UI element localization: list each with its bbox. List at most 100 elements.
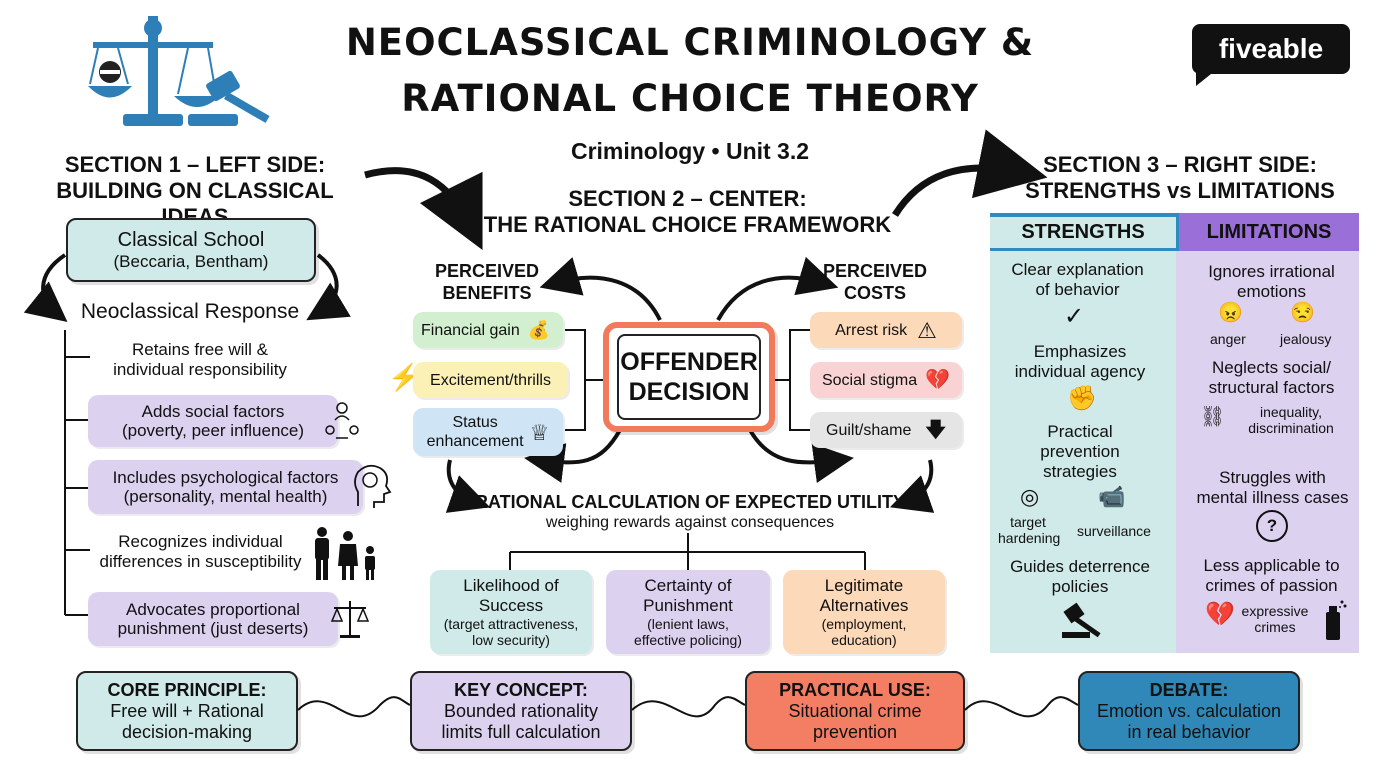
limitation-2-l1: Neglects social/ bbox=[1211, 358, 1332, 377]
scale-icon bbox=[330, 601, 370, 638]
footer-core-b1: Free will + Rational bbox=[110, 700, 264, 721]
limitation-1-l2: emotions bbox=[1237, 282, 1306, 301]
s1-item-3: Includes psychological factors (personal… bbox=[88, 460, 363, 514]
factor-alternatives-t2: Alternatives bbox=[819, 596, 909, 615]
strength-1: Clear explanation of behavior bbox=[1000, 260, 1155, 300]
factor-alternatives-t1: Legitimate bbox=[824, 576, 904, 595]
strength-1-l2: of behavior bbox=[1035, 280, 1120, 299]
down-arrow-icon: 🡇 bbox=[925, 418, 946, 441]
angry-face-icon: 😠 bbox=[1218, 302, 1243, 324]
benefit-financial: Financial gain 💰 bbox=[413, 312, 563, 348]
expressive-crimes-label: expressive crimes bbox=[1240, 603, 1310, 635]
surveillance-label: surveillance bbox=[1077, 523, 1151, 539]
scales-gavel-icon bbox=[88, 16, 270, 126]
footer-debate-b2: in real behavior bbox=[1127, 721, 1251, 742]
factor-likelihood: Likelihood of Success (target attractive… bbox=[430, 570, 592, 654]
expressive-l1: expressive bbox=[1241, 603, 1309, 619]
limitation-3-l2: mental illness cases bbox=[1196, 488, 1349, 507]
s1-item-2-l2: (poverty, peer influence) bbox=[121, 421, 305, 440]
strength-4: Guides deterrence policies bbox=[1000, 557, 1160, 597]
gavel-icon bbox=[1062, 602, 1101, 638]
benefit-excitement-label: Excitement/thrills bbox=[430, 371, 551, 389]
footer-debate-b1: Emotion vs. calculation bbox=[1096, 700, 1282, 721]
strength-3-l2: prevention bbox=[1040, 442, 1120, 461]
cost-arrest: Arrest risk ⚠ bbox=[810, 312, 962, 348]
factor-certainty-d2: effective policing) bbox=[634, 632, 742, 648]
s1-item-1: Retains free will & individual responsib… bbox=[95, 340, 305, 380]
inequality-label: inequality, discrimination bbox=[1236, 404, 1346, 436]
fist-icon: ✊ bbox=[1067, 385, 1097, 412]
decision-l2: DECISION bbox=[628, 378, 750, 406]
offender-decision-inner: OFFENDER DECISION bbox=[617, 334, 761, 420]
s1-item-4-l2: differences in susceptibility bbox=[99, 552, 302, 571]
footer-practical-h: PRACTICAL USE: bbox=[779, 679, 931, 700]
benefit-status: Status enhancement ♕ bbox=[413, 408, 563, 456]
footer-key-b2: limits full calculation bbox=[441, 721, 601, 742]
costs-label-l2: COSTS bbox=[843, 283, 906, 303]
section3-heading-line1: SECTION 3 – RIGHT SIDE: bbox=[1043, 152, 1317, 177]
factor-certainty: Certainty of Punishment (lenient laws, e… bbox=[606, 570, 770, 654]
fiveable-logo: fiveable bbox=[1192, 24, 1350, 74]
limitation-1-l1: Ignores irrational bbox=[1208, 262, 1335, 281]
strength-3-l3: strategies bbox=[1043, 462, 1117, 481]
target-hardening-label: target hardening bbox=[998, 514, 1060, 546]
factor-likelihood-t1: Likelihood of bbox=[463, 576, 559, 595]
footer-core-principle: CORE PRINCIPLE: Free will + Rational dec… bbox=[76, 671, 298, 751]
people-network-icon bbox=[325, 402, 359, 439]
footer-key-h: KEY CONCEPT: bbox=[454, 679, 588, 700]
strength-3-l1: Practical bbox=[1047, 422, 1113, 441]
section1-heading-line2: BUILDING ON CLASSICAL IDEAS bbox=[56, 178, 334, 229]
limitation-4-l2: crimes of passion bbox=[1205, 576, 1338, 595]
target-icon: ◎ bbox=[1020, 484, 1040, 509]
perceived-costs-label: PERCEIVED COSTS bbox=[815, 260, 935, 304]
money-bag-icon: 💰 bbox=[527, 319, 551, 340]
limitation-4-l1: Less applicable to bbox=[1203, 556, 1340, 575]
jealous-face-icon: 😒 bbox=[1290, 302, 1315, 324]
camera-icon: 📹 bbox=[1098, 484, 1126, 509]
limitations-header: LIMITATIONS bbox=[1176, 213, 1359, 251]
decision-l1: OFFENDER bbox=[620, 348, 758, 376]
question-head-icon: ? bbox=[1256, 510, 1288, 542]
s1-item-4: Recognizes individual differences in sus… bbox=[88, 532, 313, 572]
warning-icon: ⚠ bbox=[917, 317, 937, 343]
calc-title: RATIONAL CALCULATION OF EXPECTED UTILITY bbox=[475, 492, 905, 512]
section3-heading-line2: STRENGTHS vs LIMITATIONS bbox=[1025, 178, 1335, 203]
factor-alternatives-d2: education) bbox=[831, 632, 897, 648]
section1-heading-line1: SECTION 1 – LEFT SIDE: bbox=[64, 152, 326, 177]
factor-likelihood-t2: Success bbox=[478, 596, 544, 615]
section2-heading-line2: THE RATIONAL CHOICE FRAMEWORK bbox=[483, 212, 892, 237]
target-hardening-l1: target bbox=[1010, 514, 1046, 530]
s1-item-1-l1: Retains free will & bbox=[131, 340, 269, 359]
logo-tail-icon bbox=[1196, 70, 1216, 86]
limitation-3-l1: Struggles with bbox=[1219, 468, 1326, 487]
s1-item-2-l1: Adds social factors bbox=[141, 402, 285, 421]
perceived-benefits-label: PERCEIVED BENEFITS bbox=[422, 260, 552, 304]
s1-item-3-l2: (personality, mental health) bbox=[123, 487, 328, 506]
benefits-label-l2: BENEFITS bbox=[442, 283, 532, 303]
strength-2-l1: Emphasizes bbox=[1033, 342, 1127, 361]
footer-key-b1: Bounded rationality bbox=[443, 700, 599, 721]
crown-icon: ♕ bbox=[529, 419, 550, 445]
footer-core-h: CORE PRINCIPLE: bbox=[107, 679, 267, 700]
calc-sub: weighing rewards against consequences bbox=[545, 514, 835, 531]
title-line-2: RATIONAL CHOICE THEORY bbox=[401, 77, 979, 120]
s1-item-1-l2: individual responsibility bbox=[113, 360, 287, 379]
cost-stigma: Social stigma 💔 bbox=[810, 362, 962, 398]
section2-heading-line1: SECTION 2 – CENTER: bbox=[568, 186, 807, 211]
factor-certainty-t1: Certainty of bbox=[644, 576, 732, 595]
strength-3: Practical prevention strategies bbox=[1000, 422, 1160, 482]
strength-1-l1: Clear explanation bbox=[1011, 260, 1144, 279]
offender-decision-box: OFFENDER DECISION bbox=[603, 322, 775, 432]
inequality-l2: discrimination bbox=[1248, 420, 1334, 436]
strength-4-l2: policies bbox=[1051, 577, 1109, 596]
section1-heading: SECTION 1 – LEFT SIDE: BUILDING ON CLASS… bbox=[20, 152, 370, 230]
footer-debate: DEBATE: Emotion vs. calculation in real … bbox=[1078, 671, 1300, 751]
anger-label: anger bbox=[1210, 331, 1246, 347]
footer-practical-use: PRACTICAL USE: Situational crime prevent… bbox=[745, 671, 965, 751]
neoclassical-response: Neoclassical Response bbox=[80, 300, 300, 323]
limitation-2-l2: structural factors bbox=[1208, 378, 1335, 397]
s1-item-2: Adds social factors (poverty, peer influ… bbox=[88, 395, 338, 447]
title-line-1: NEOCLASSICAL CRIMINOLOGY & bbox=[345, 21, 1035, 64]
benefit-status-text: Status enhancement bbox=[427, 413, 524, 451]
check-icon: ✓ bbox=[1064, 303, 1085, 330]
